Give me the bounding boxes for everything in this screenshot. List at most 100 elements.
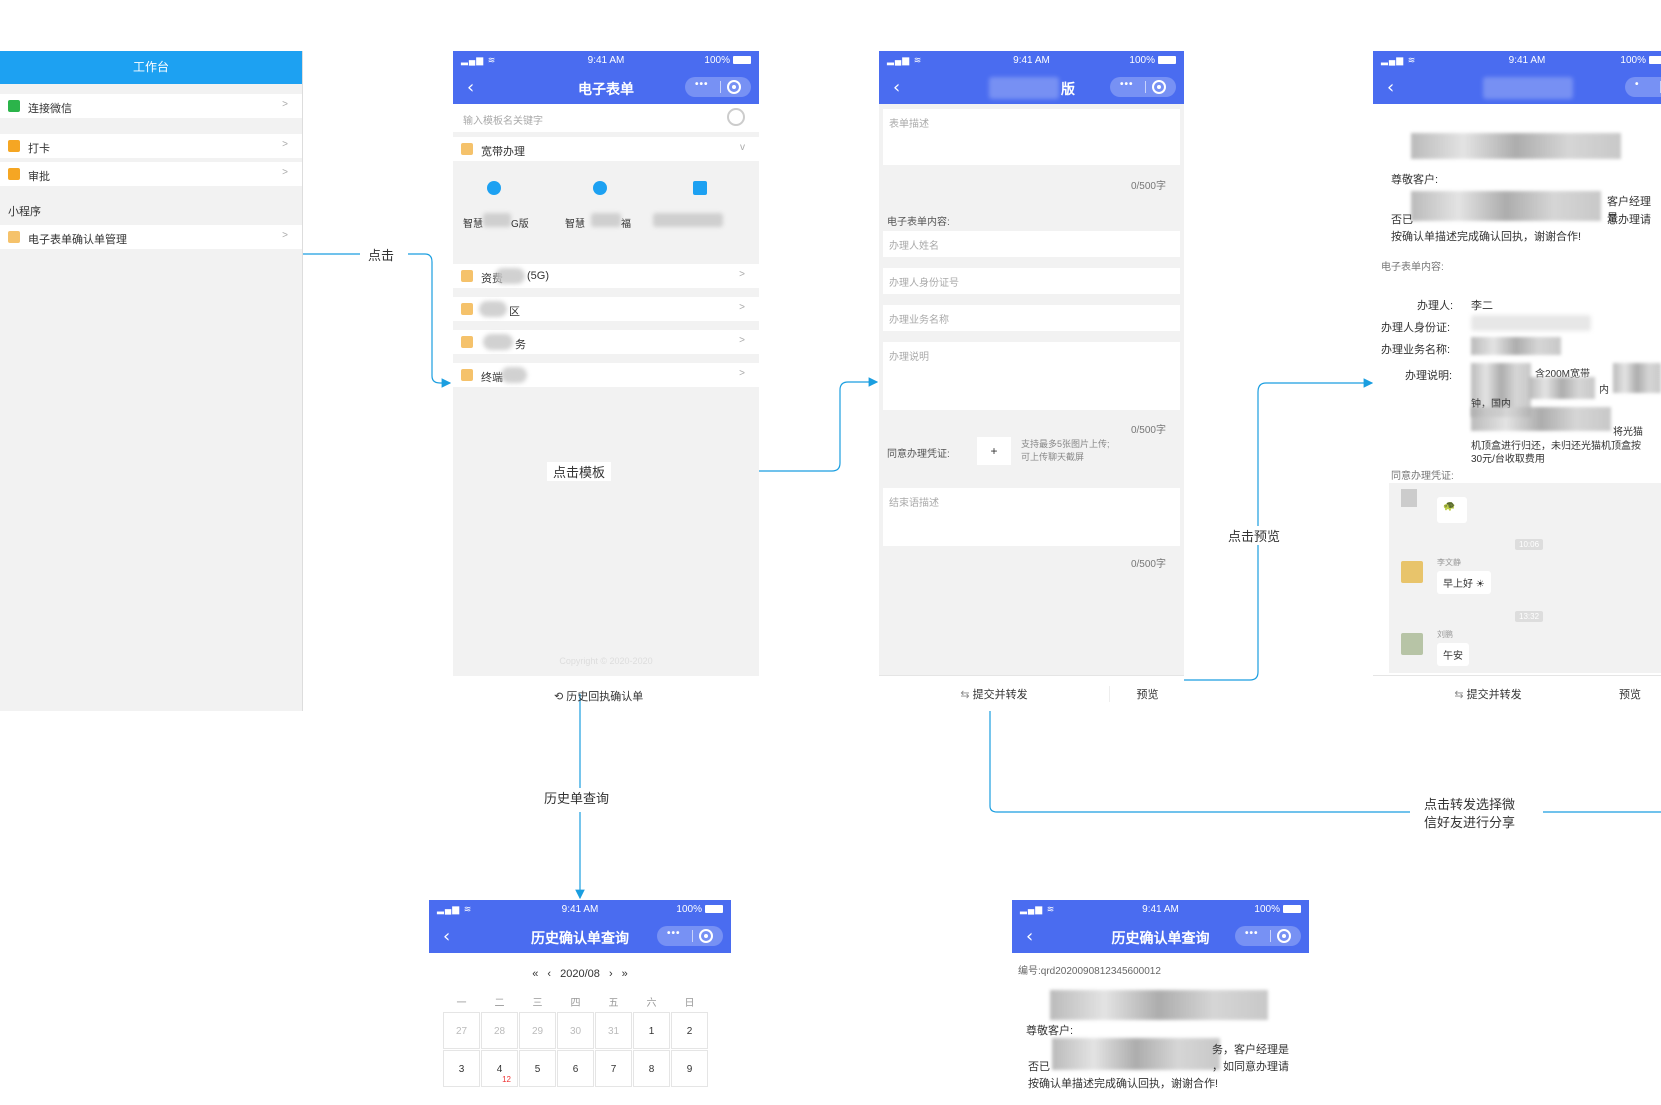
- status-time: 9:41 AM: [561, 904, 599, 915]
- template-item[interactable]: 智慧 福: [553, 165, 653, 245]
- submit-forward-button[interactable]: ⇆ 提交并转发: [1454, 689, 1522, 701]
- weekday-header: 一二三四五六日: [443, 994, 707, 1009]
- note-counter: 0/500字: [1130, 425, 1166, 436]
- annotation-click-preview: 点击预览: [1222, 526, 1287, 545]
- annotation-share: 点击转发选择微 信好友进行分享: [1418, 796, 1522, 832]
- handler-value: 李二: [1471, 300, 1493, 312]
- signal-icon: ▂▄▆ ≋: [1381, 55, 1417, 65]
- prev-year-icon[interactable]: «: [532, 968, 539, 980]
- capsule-menu[interactable]: •: [1625, 77, 1661, 97]
- annotation-share-line-2: 信好友进行分享: [1424, 815, 1516, 830]
- calendar-day[interactable]: 3: [443, 1050, 480, 1087]
- ending-input[interactable]: 结束语描述: [883, 488, 1180, 546]
- status-bar: ▂▄▆ ≋ 9:41 AM 100%: [453, 51, 759, 71]
- page-title: 历史确认单查询: [1111, 930, 1210, 946]
- search-input[interactable]: 输入模板名关键字: [463, 116, 543, 127]
- add-image-button[interactable]: +: [977, 437, 1011, 465]
- calendar-day[interactable]: 6: [557, 1050, 594, 1087]
- category-tariff[interactable]: 资费 (5G) >: [453, 264, 759, 288]
- capsule-menu[interactable]: •••: [657, 926, 723, 946]
- item-approval[interactable]: 审批 >: [0, 162, 302, 186]
- status-time: 9:41 AM: [1142, 904, 1179, 915]
- check-icon: [461, 143, 473, 155]
- note-frag-1: 含200M宽带: [1535, 369, 1591, 380]
- note-input[interactable]: 办理说明: [883, 342, 1180, 410]
- calendar-day[interactable]: 8: [633, 1050, 670, 1087]
- template-icon: [593, 181, 607, 195]
- calendar-day[interactable]: 2: [671, 1012, 708, 1049]
- category-terminal[interactable]: 终端 >: [453, 363, 759, 387]
- nav-bar: ‹ 版 •••: [879, 71, 1184, 104]
- handler-id-input[interactable]: 办理人身份证号: [883, 268, 1180, 294]
- calendar-day[interactable]: 27: [443, 1012, 480, 1049]
- back-icon[interactable]: ‹: [893, 77, 901, 98]
- capsule-menu[interactable]: •••: [685, 77, 751, 97]
- capsule-menu[interactable]: •••: [1110, 77, 1176, 97]
- handler-name-input[interactable]: 办理人姓名: [883, 231, 1180, 257]
- nav-bar: ‹ •: [1373, 71, 1661, 104]
- close-icon[interactable]: [727, 80, 741, 94]
- category-area[interactable]: 区 >: [453, 297, 759, 321]
- body-right-2: 意办理请: [1607, 214, 1651, 226]
- back-icon[interactable]: ‹: [1387, 77, 1395, 98]
- status-time: 9:41 AM: [1013, 55, 1050, 66]
- chevron-right-icon: >: [739, 368, 745, 379]
- back-icon[interactable]: ‹: [1026, 926, 1034, 947]
- calendar-day[interactable]: 28: [481, 1012, 518, 1049]
- chevron-down-icon: v: [740, 142, 745, 153]
- item-clockin[interactable]: 打卡 >: [0, 134, 302, 158]
- template-item[interactable]: 智慧 G版: [453, 165, 553, 245]
- calendar-day[interactable]: 30: [557, 1012, 594, 1049]
- template-label-suffix: G版: [511, 219, 529, 230]
- history-link-label: 历史回执确认单: [566, 691, 644, 703]
- note-label: 办理说明:: [1405, 370, 1453, 382]
- calendar-day[interactable]: 1: [633, 1012, 670, 1049]
- template-item[interactable]: [653, 165, 759, 245]
- preview-button[interactable]: 预览: [1109, 686, 1184, 702]
- submit-forward-button[interactable]: ⇆ 提交并转发: [960, 689, 1028, 701]
- body-line-3: 按确认单描述完成确认回执，谢谢合作!: [1391, 231, 1582, 243]
- calendar-day[interactable]: 31: [595, 1012, 632, 1049]
- id-label: 办理人身份证:: [1381, 322, 1451, 334]
- copyright: Copyright © 2020-2020: [559, 656, 653, 666]
- calendar-day[interactable]: 29: [519, 1012, 556, 1049]
- biz-label: 办理业务名称:: [1381, 344, 1451, 356]
- status-bar: ▂▄▆ ≋ 9:41 AM 100%: [1373, 51, 1661, 71]
- form-desc-input[interactable]: 表单描述: [883, 109, 1180, 165]
- close-icon[interactable]: [1277, 929, 1291, 943]
- chevron-right-icon: >: [739, 269, 745, 280]
- close-icon[interactable]: [1152, 80, 1166, 94]
- form-edit-screen: ▂▄▆ ≋ 9:41 AM 100% ‹ 版 ••• 表单描述 0/500字 电…: [879, 51, 1184, 711]
- chevron-right-icon: >: [739, 302, 745, 313]
- biz-name-input[interactable]: 办理业务名称: [883, 305, 1180, 331]
- battery-icon: 100%: [704, 55, 751, 66]
- check-icon: [461, 270, 473, 282]
- voucher-label: 同意办理凭证:: [1391, 471, 1454, 482]
- preview-button[interactable]: 预览: [1619, 689, 1641, 701]
- item-connect-wechat[interactable]: 连接微信 >: [0, 94, 302, 118]
- search-bar[interactable]: 输入模板名关键字: [453, 104, 759, 132]
- category-service[interactable]: 务 >: [453, 330, 759, 354]
- close-icon[interactable]: [699, 929, 713, 943]
- back-icon[interactable]: ‹: [467, 77, 475, 98]
- calendar-day[interactable]: 9: [671, 1050, 708, 1087]
- handler-label: 办理人:: [1417, 300, 1454, 312]
- category-broadband[interactable]: 宽带办理 v: [453, 137, 759, 161]
- workbench-title: 工作台: [132, 60, 169, 74]
- capsule-menu[interactable]: •••: [1235, 926, 1301, 946]
- avatar: [1401, 489, 1417, 507]
- annotation-history-query: 历史单查询: [538, 788, 616, 807]
- next-month-icon[interactable]: ›: [608, 968, 613, 980]
- search-icon[interactable]: [727, 108, 745, 126]
- history-link[interactable]: ⟲ 历史回执确认单: [554, 688, 643, 704]
- back-icon[interactable]: ‹: [443, 926, 451, 947]
- calendar-day[interactable]: 7: [595, 1050, 632, 1087]
- prev-month-icon[interactable]: ‹: [547, 968, 552, 980]
- calendar-day[interactable]: 5: [519, 1050, 556, 1087]
- page-title: 历史确认单查询: [531, 930, 629, 946]
- avatar: [1401, 633, 1423, 655]
- next-year-icon[interactable]: »: [621, 968, 628, 980]
- voucher-hint-2: 可上传聊天截屏: [1021, 452, 1085, 462]
- item-eform-manage[interactable]: 电子表单确认单管理 >: [0, 225, 302, 249]
